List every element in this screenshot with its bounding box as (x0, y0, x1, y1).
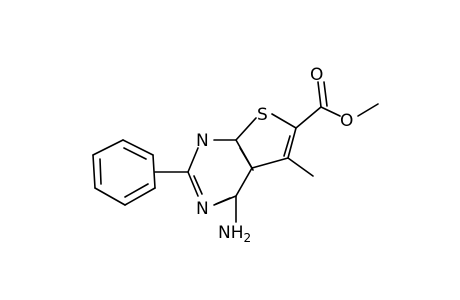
atom-label-amine: NH2 (218, 223, 251, 245)
bond (124, 183, 149, 198)
bond (152, 154, 156, 189)
bond (124, 187, 156, 206)
bond (94, 187, 126, 206)
bond (235, 167, 253, 197)
bond (187, 147, 199, 173)
phenyl-ring (92, 139, 156, 206)
bond (357, 103, 379, 117)
bond (215, 197, 231, 205)
bond (122, 139, 154, 156)
bond (287, 157, 314, 177)
atom-label-o-ester: O (340, 111, 353, 131)
bond (317, 81, 322, 108)
pyrimidine-ring (187, 139, 254, 206)
bond (193, 175, 203, 195)
atom-label-s: S (257, 105, 268, 125)
bond (287, 127, 297, 159)
bond (323, 81, 328, 107)
bond (283, 135, 291, 157)
bond (92, 154, 96, 189)
bond (271, 113, 297, 129)
bond (235, 117, 257, 141)
bond (187, 171, 199, 197)
thiophene-ring (235, 113, 297, 169)
bond (320, 106, 341, 117)
atom-label-o-carbonyl: O (310, 65, 323, 85)
bond (251, 157, 289, 169)
atom-label-n2: N (196, 199, 209, 219)
ester-group (295, 81, 379, 129)
bond (99, 158, 102, 185)
bond (92, 139, 124, 156)
bond (239, 147, 254, 171)
bond (295, 106, 322, 129)
amine-main-label: NH (218, 223, 244, 243)
atom-label-n1: N (196, 131, 209, 151)
bond (123, 147, 147, 160)
amine-subscript: 2 (244, 231, 252, 245)
